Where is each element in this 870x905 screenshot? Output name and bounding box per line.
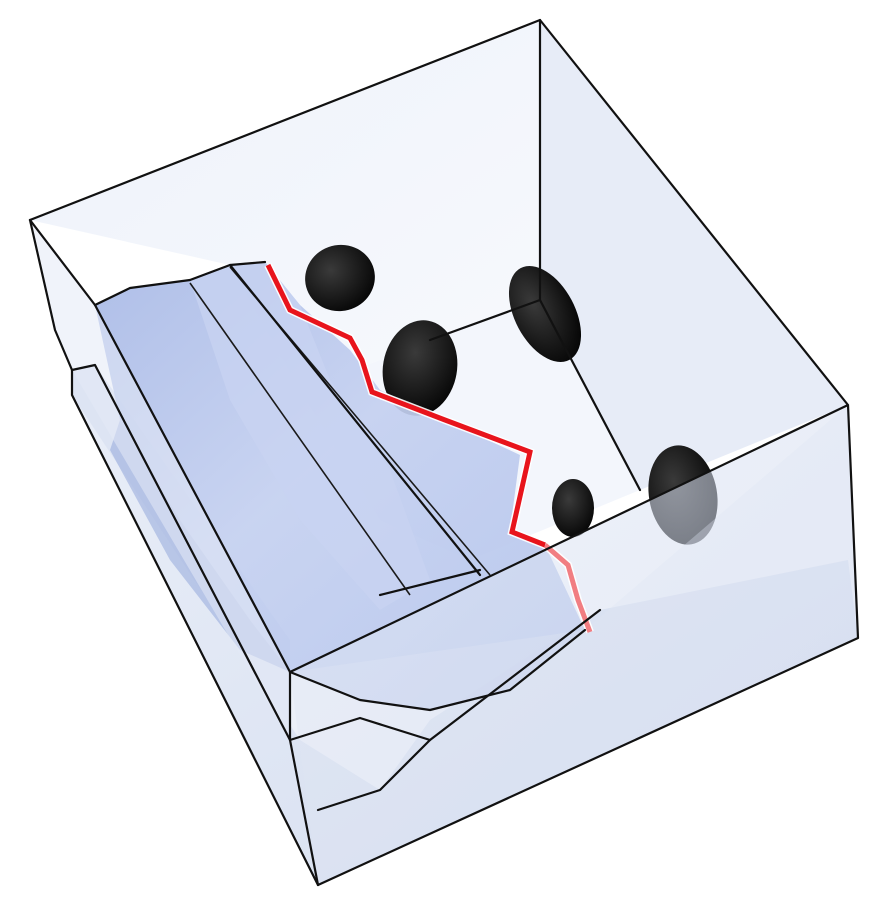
edge-line <box>228 263 482 577</box>
edge-line <box>378 568 482 597</box>
front-face <box>290 405 858 885</box>
edge-line <box>70 363 292 742</box>
void-ellipse <box>305 244 375 312</box>
edge-line <box>28 218 74 372</box>
material-ridge <box>190 262 430 610</box>
edge-line <box>28 18 860 887</box>
lower-block <box>72 365 858 885</box>
block-exterior <box>30 220 858 885</box>
block-edges <box>28 18 860 887</box>
void-ellipse <box>552 479 594 537</box>
crack-line-faded <box>543 543 593 633</box>
back-right-face <box>540 20 848 490</box>
edge-line <box>70 368 320 887</box>
edge-line <box>428 298 542 342</box>
crack-line <box>265 263 546 548</box>
void-ellipse <box>508 265 582 363</box>
edge-line <box>288 628 587 712</box>
edge-line <box>316 738 432 812</box>
back-left-face <box>30 20 540 390</box>
top-left-face <box>30 220 290 740</box>
front-face-overlay <box>290 405 858 885</box>
material-ridge-line <box>189 282 411 596</box>
edge-line <box>93 260 267 307</box>
void-ellipse <box>382 320 458 416</box>
lower-front-face <box>72 395 858 885</box>
edge-line <box>288 608 602 742</box>
